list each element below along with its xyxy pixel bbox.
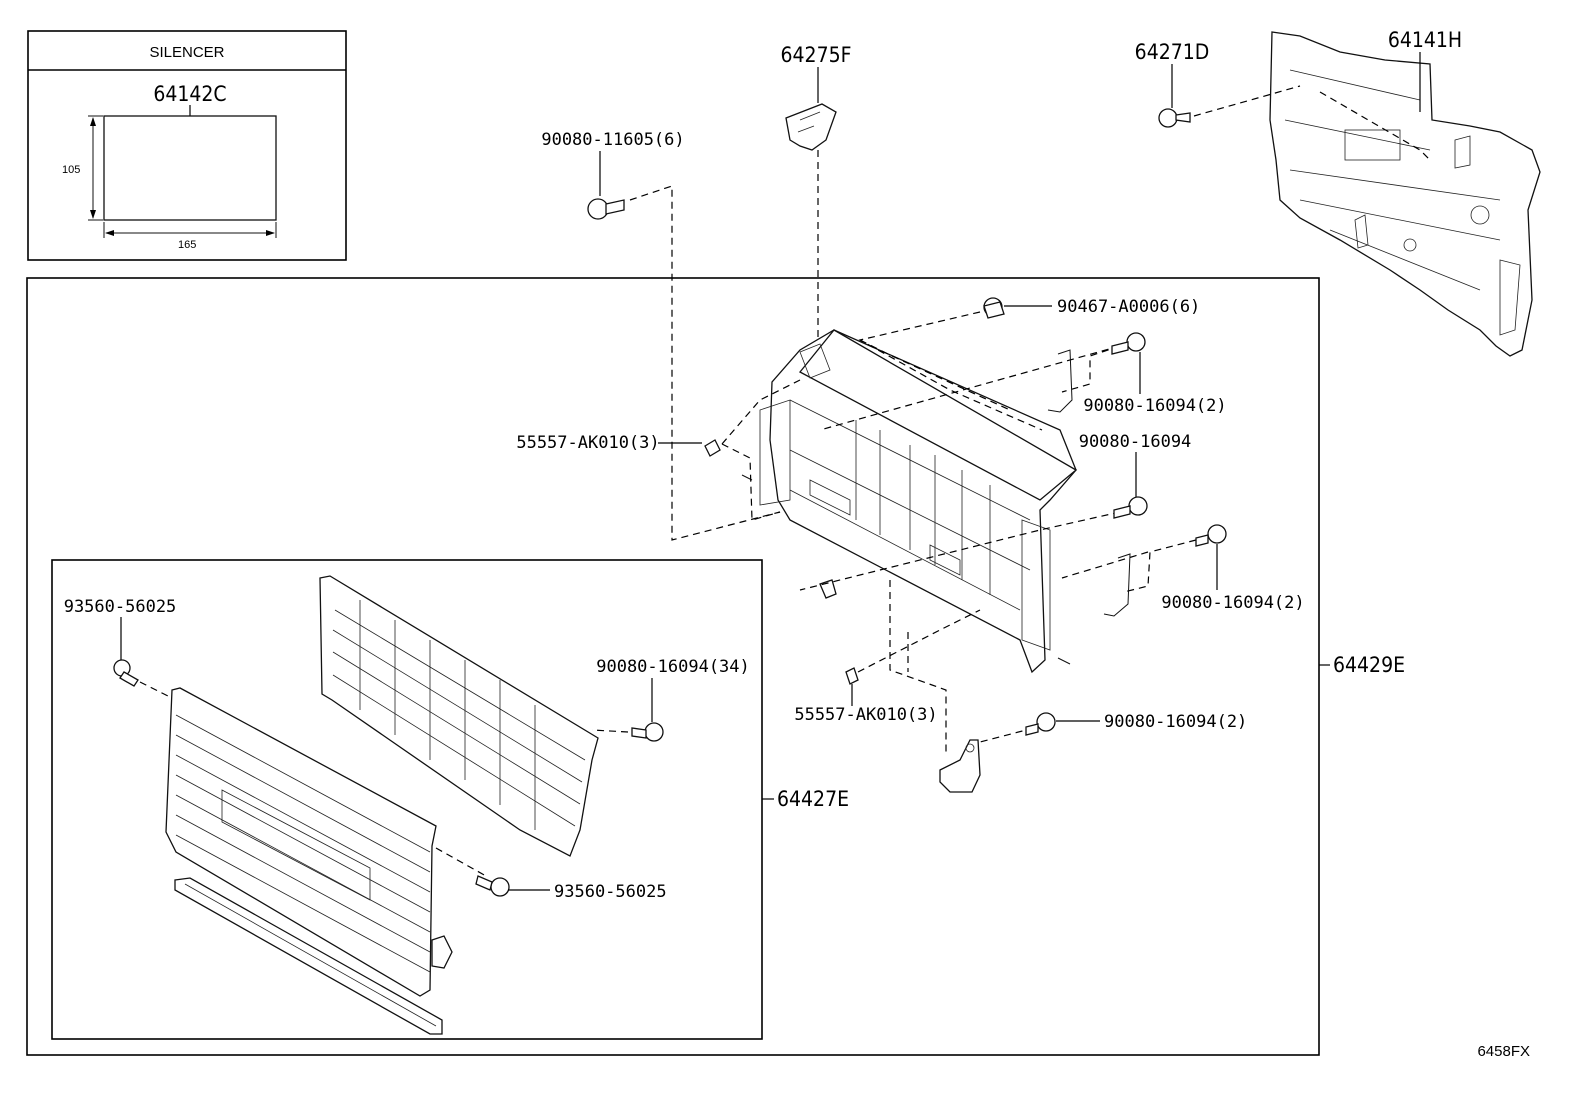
screw-93560-56025-bottom[interactable] xyxy=(475,875,510,897)
diagram-id: 6458FX xyxy=(1477,1043,1530,1060)
bolt-90080-16094-right[interactable] xyxy=(1195,524,1227,547)
dim-height: 105 xyxy=(62,164,80,176)
label-93560-56025-top[interactable]: 93560-56025 xyxy=(64,597,177,617)
label-90080-16094-2-right[interactable]: 90080-16094(2) xyxy=(1161,593,1304,613)
label-55557-AK010-bottom[interactable]: 55557-AK010(3) xyxy=(794,705,937,725)
bolt-90080-16094-mid[interactable] xyxy=(1113,496,1148,519)
label-64271D[interactable]: 64271D xyxy=(1135,40,1210,64)
label-90467-A0006[interactable]: 90467-A0006(6) xyxy=(1057,297,1200,317)
label-64429E[interactable]: 64429E xyxy=(1333,653,1405,677)
label-64275F[interactable]: 64275F xyxy=(781,43,852,67)
bolt-90080-11605[interactable] xyxy=(587,198,625,220)
screw-93560-56025-top[interactable] xyxy=(113,659,139,687)
label-90080-16094-2-top[interactable]: 90080-16094(2) xyxy=(1083,396,1226,416)
bolt-90080-16094-34[interactable] xyxy=(631,722,664,742)
clip-55557-bottom[interactable] xyxy=(845,667,859,685)
silencer-pad[interactable] xyxy=(103,115,277,221)
label-90080-11605[interactable]: 90080-11605(6) xyxy=(541,130,684,150)
grille-mesh-panel[interactable] xyxy=(319,575,599,857)
bracket-64275F[interactable] xyxy=(785,103,837,151)
silencer-title: SILENCER xyxy=(149,44,224,61)
label-90080-16094-2-bottom[interactable]: 90080-16094(2) xyxy=(1104,712,1247,732)
label-64141H[interactable]: 64141H xyxy=(1388,28,1462,52)
label-64427E[interactable]: 64427E xyxy=(777,787,849,811)
main-assembly-frame xyxy=(26,277,1320,1056)
lower-molding[interactable] xyxy=(174,877,443,1035)
clip-64271D[interactable] xyxy=(1158,108,1191,128)
label-93560-56025-bottom[interactable]: 93560-56025 xyxy=(554,882,667,902)
label-90080-16094-34[interactable]: 90080-16094(34) xyxy=(596,657,750,677)
label-90080-16094-mid[interactable]: 90080-16094 xyxy=(1079,432,1192,452)
bolt-90080-16094-top[interactable] xyxy=(1111,332,1146,355)
radiator-support-panel[interactable] xyxy=(1269,31,1541,357)
label-64142C[interactable]: 64142C xyxy=(153,82,226,106)
bolt-90080-16094-bottom[interactable] xyxy=(1025,712,1056,736)
lower-bracket[interactable] xyxy=(939,739,981,793)
dim-width: 165 xyxy=(178,239,196,251)
shroud-assembly[interactable] xyxy=(759,329,1078,674)
bolt-90467-A0006[interactable] xyxy=(983,297,1005,319)
front-grille[interactable] xyxy=(165,687,453,997)
label-55557-AK010-top[interactable]: 55557-AK010(3) xyxy=(516,433,659,453)
silencer-inset: SILENCER 64142C 105 165 xyxy=(27,30,347,261)
clip-55557-top[interactable] xyxy=(704,439,721,457)
